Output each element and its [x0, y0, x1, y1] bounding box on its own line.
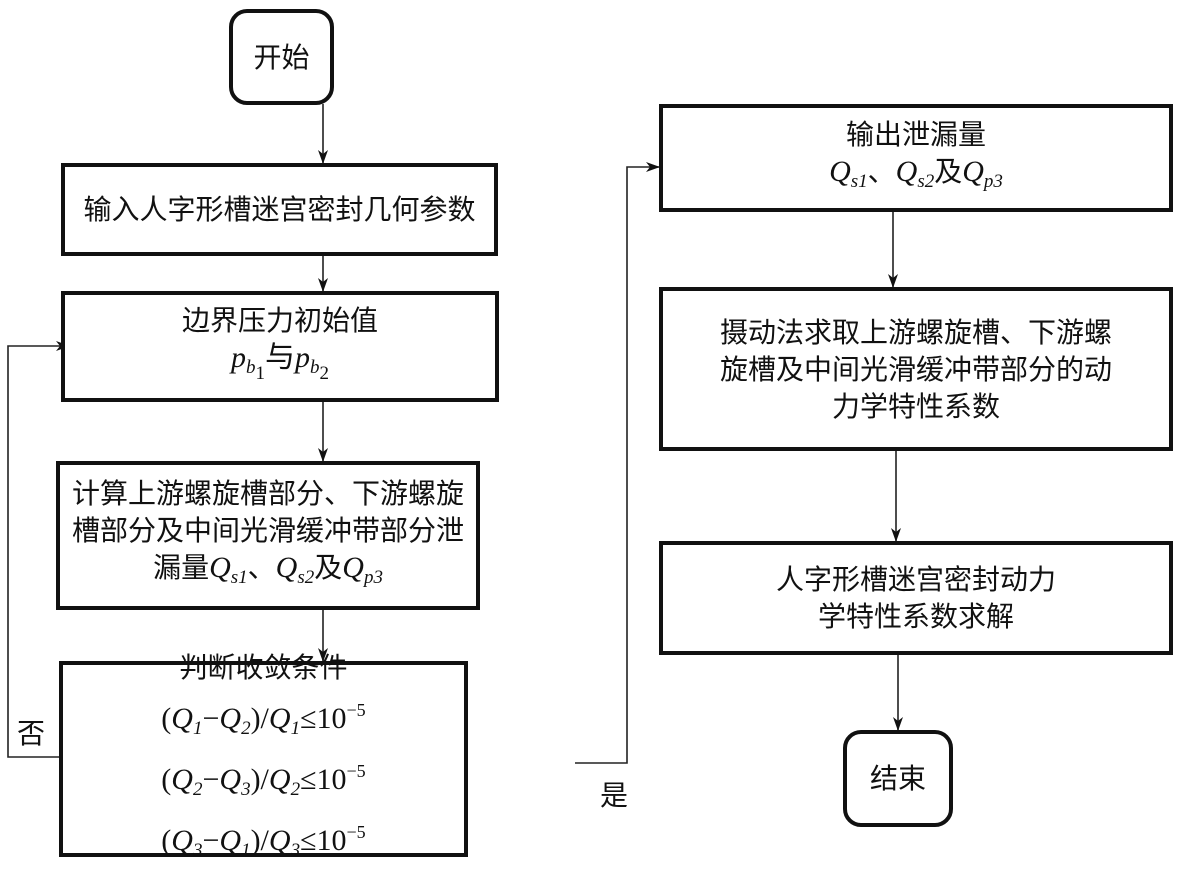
- edge-label-yes: 是: [600, 779, 629, 812]
- input-parameters-node: 输入人字形槽迷宫密封几何参数: [61, 163, 498, 256]
- edge-label-no: 否: [17, 717, 46, 750]
- q: Q: [268, 762, 291, 796]
- calculate-prefix: 漏量: [153, 551, 210, 584]
- calculate-line-2: 槽部分及中间光滑缓冲带部分泄: [71, 514, 464, 547]
- idx: 1: [290, 717, 301, 739]
- edge-convergence-output-yes: [575, 162, 660, 764]
- perturbation-node: 摄动法求取上游螺旋槽、下游螺 旋槽及中间光滑缓冲带部分的动 力学特性系数: [659, 287, 1173, 451]
- symbol-p: p: [295, 340, 310, 374]
- output-title: 输出泄漏量: [845, 118, 986, 151]
- separator: 、: [867, 155, 896, 188]
- end-node: 结束: [843, 730, 953, 827]
- q-sub: s1: [230, 567, 248, 588]
- idx: 3: [241, 778, 251, 800]
- q-symbol: Q: [829, 155, 851, 188]
- boundary-pressure-formula: pb1与pb2: [231, 339, 329, 392]
- calculate-leakage-node: 计算上游螺旋槽部分、下游螺旋 槽部分及中间光滑缓冲带部分泄 漏量Qs1、Qs2及…: [56, 461, 480, 610]
- q-sub: s1: [850, 171, 868, 192]
- q-symbol: Q: [209, 551, 231, 584]
- start-node: 开始: [229, 9, 334, 105]
- output-leakage-node: 输出泄漏量 Qs1、Qs2及Qp3: [659, 104, 1173, 212]
- q: Q: [171, 762, 193, 796]
- q-symbol: Q: [342, 551, 364, 584]
- calculate-line-3: 漏量Qs1、Qs2及Qp3: [153, 549, 383, 596]
- convergence-check-node: 判断收敛条件 (Q1−Q2)/Q1≤10−5 (Q2−Q3)/Q2≤10−5 (…: [59, 651, 468, 861]
- perturbation-line-1: 摄动法求取上游螺旋槽、下游螺: [719, 315, 1112, 349]
- perturbation-line-3: 力学特性系数: [831, 389, 1000, 423]
- output-formula: Qs1、Qs2及Qp3: [829, 153, 1003, 200]
- conjunction: 及: [314, 551, 343, 584]
- q: Q: [171, 823, 193, 857]
- q: Q: [219, 823, 242, 857]
- q: Q: [268, 823, 291, 857]
- sub-b: b: [246, 356, 256, 378]
- convergence-condition-1: (Q1−Q2)/Q1≤10−5: [161, 699, 366, 739]
- perturbation-line-2: 旋槽及中间光滑缓冲带部分的动: [719, 352, 1112, 386]
- calculate-line-1: 计算上游螺旋槽部分、下游螺旋: [71, 477, 464, 510]
- conjunction: 与: [265, 340, 295, 374]
- sub-index: 2: [319, 362, 330, 384]
- q-sub: s2: [917, 171, 935, 192]
- idx: 1: [241, 839, 251, 861]
- idx: 3: [290, 839, 301, 861]
- sub-b: b: [310, 356, 320, 378]
- q-sub: p3: [363, 567, 383, 588]
- solve-line-2: 学特性系数求解: [817, 600, 1014, 633]
- idx: 3: [192, 839, 203, 861]
- edge-convergence-boundary-no: [7, 341, 70, 758]
- q-symbol: Q: [895, 155, 918, 188]
- q: Q: [171, 701, 193, 735]
- le: ≤10: [300, 823, 347, 857]
- end-label: 结束: [869, 762, 926, 795]
- idx: 1: [192, 717, 203, 739]
- input-parameters-label: 输入人字形槽迷宫密封几何参数: [83, 193, 476, 226]
- conjunction: 及: [934, 155, 963, 188]
- le: ≤10: [300, 762, 347, 796]
- sub-index: 1: [255, 362, 266, 384]
- le: ≤10: [300, 701, 347, 735]
- q-sub: s2: [297, 567, 315, 588]
- q: Q: [219, 701, 242, 735]
- q-symbol: Q: [962, 155, 984, 188]
- q: Q: [219, 762, 242, 796]
- separator: 、: [247, 551, 276, 584]
- solve-line-1: 人字形槽迷宫密封动力: [775, 563, 1056, 596]
- exp: −5: [346, 821, 366, 842]
- symbol-p: p: [231, 340, 246, 374]
- boundary-pressure-title: 边界压力初始值: [181, 303, 378, 337]
- idx: 2: [290, 778, 301, 800]
- q-symbol: Q: [275, 551, 298, 584]
- q-sub: p3: [983, 171, 1003, 192]
- exp: −5: [346, 760, 366, 781]
- convergence-title: 判断收敛条件: [179, 650, 348, 684]
- convergence-condition-2: (Q2−Q3)/Q2≤10−5: [161, 760, 366, 800]
- idx: 2: [241, 717, 251, 739]
- boundary-pressure-node: 边界压力初始值 pb1与pb2: [61, 291, 499, 402]
- idx: 2: [192, 778, 203, 800]
- exp: −5: [346, 699, 366, 720]
- q: Q: [268, 701, 291, 735]
- convergence-condition-3: (Q3−Q1)/Q3≤10−5: [161, 821, 366, 861]
- solve-coefficients-node: 人字形槽迷宫密封动力 学特性系数求解: [659, 541, 1173, 655]
- start-label: 开始: [253, 40, 310, 74]
